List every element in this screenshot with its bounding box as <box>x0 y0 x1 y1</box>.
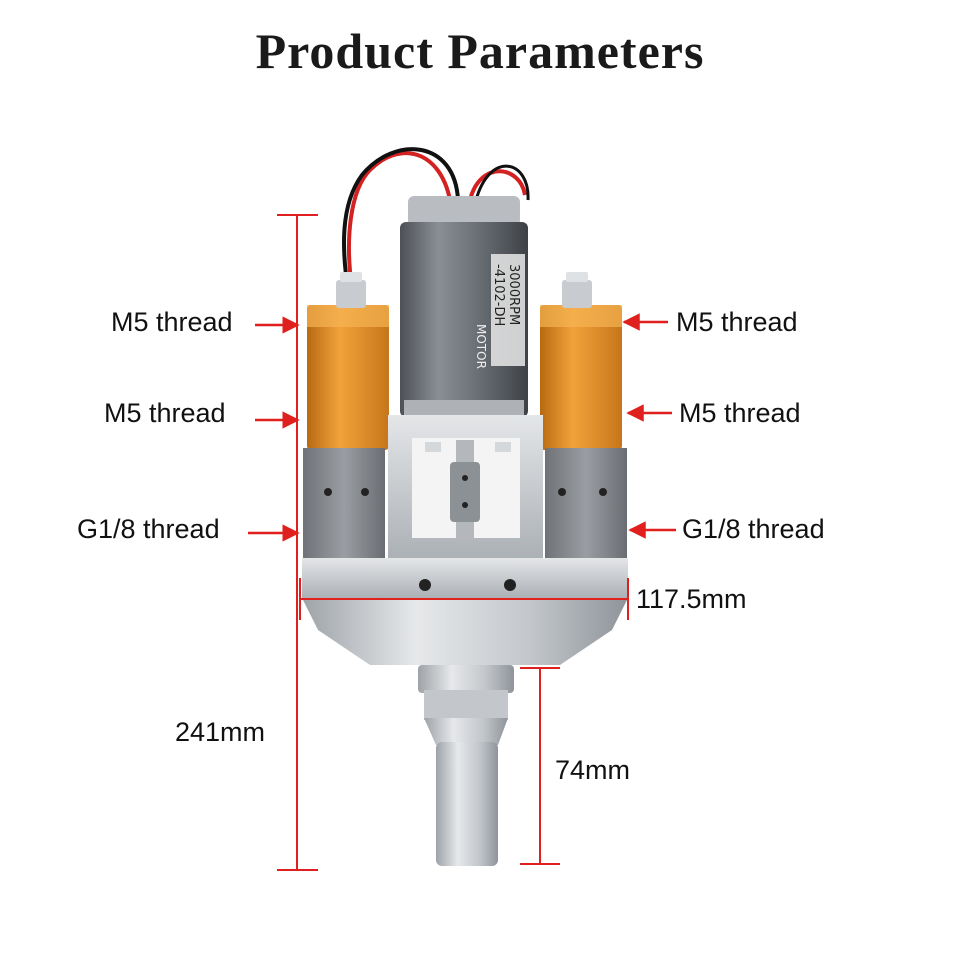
motor-model-label: -4102-DH <box>491 264 506 326</box>
coupling-frame <box>388 415 543 565</box>
label-left-m5-thread-top: M5 thread <box>111 307 233 337</box>
right-orange-block <box>540 272 622 450</box>
label-right-m5-thread-top: M5 thread <box>676 307 798 337</box>
label-left-m5-thread-mid: M5 thread <box>104 398 226 428</box>
dimension-nozzle-length <box>520 667 560 865</box>
label-right-m5-thread-mid: M5 thread <box>679 398 801 428</box>
left-valve-block <box>303 448 385 563</box>
dc-motor: 3000RPM -4102-DH MOTOR <box>400 196 528 420</box>
label-nozzle-length-dimension: 74mm <box>555 755 631 785</box>
label-width-dimension: 117.5mm <box>636 584 747 614</box>
motor-speed-label: 3000RPM <box>506 264 521 325</box>
label-left-g18-thread: G1/8 thread <box>77 514 220 544</box>
annotation-arrows <box>248 313 676 542</box>
label-right-g18-thread: G1/8 thread <box>682 514 825 544</box>
right-valve-block <box>545 448 627 563</box>
nozzle <box>418 665 514 866</box>
base-block <box>302 558 628 665</box>
dimension-width <box>299 578 629 620</box>
label-total-height-dimension: 241mm <box>175 717 266 747</box>
page-title: Product Parameters <box>255 23 705 79</box>
left-orange-block <box>307 272 389 450</box>
motor-wires <box>342 147 530 291</box>
motor-brand-label: MOTOR <box>474 324 488 369</box>
